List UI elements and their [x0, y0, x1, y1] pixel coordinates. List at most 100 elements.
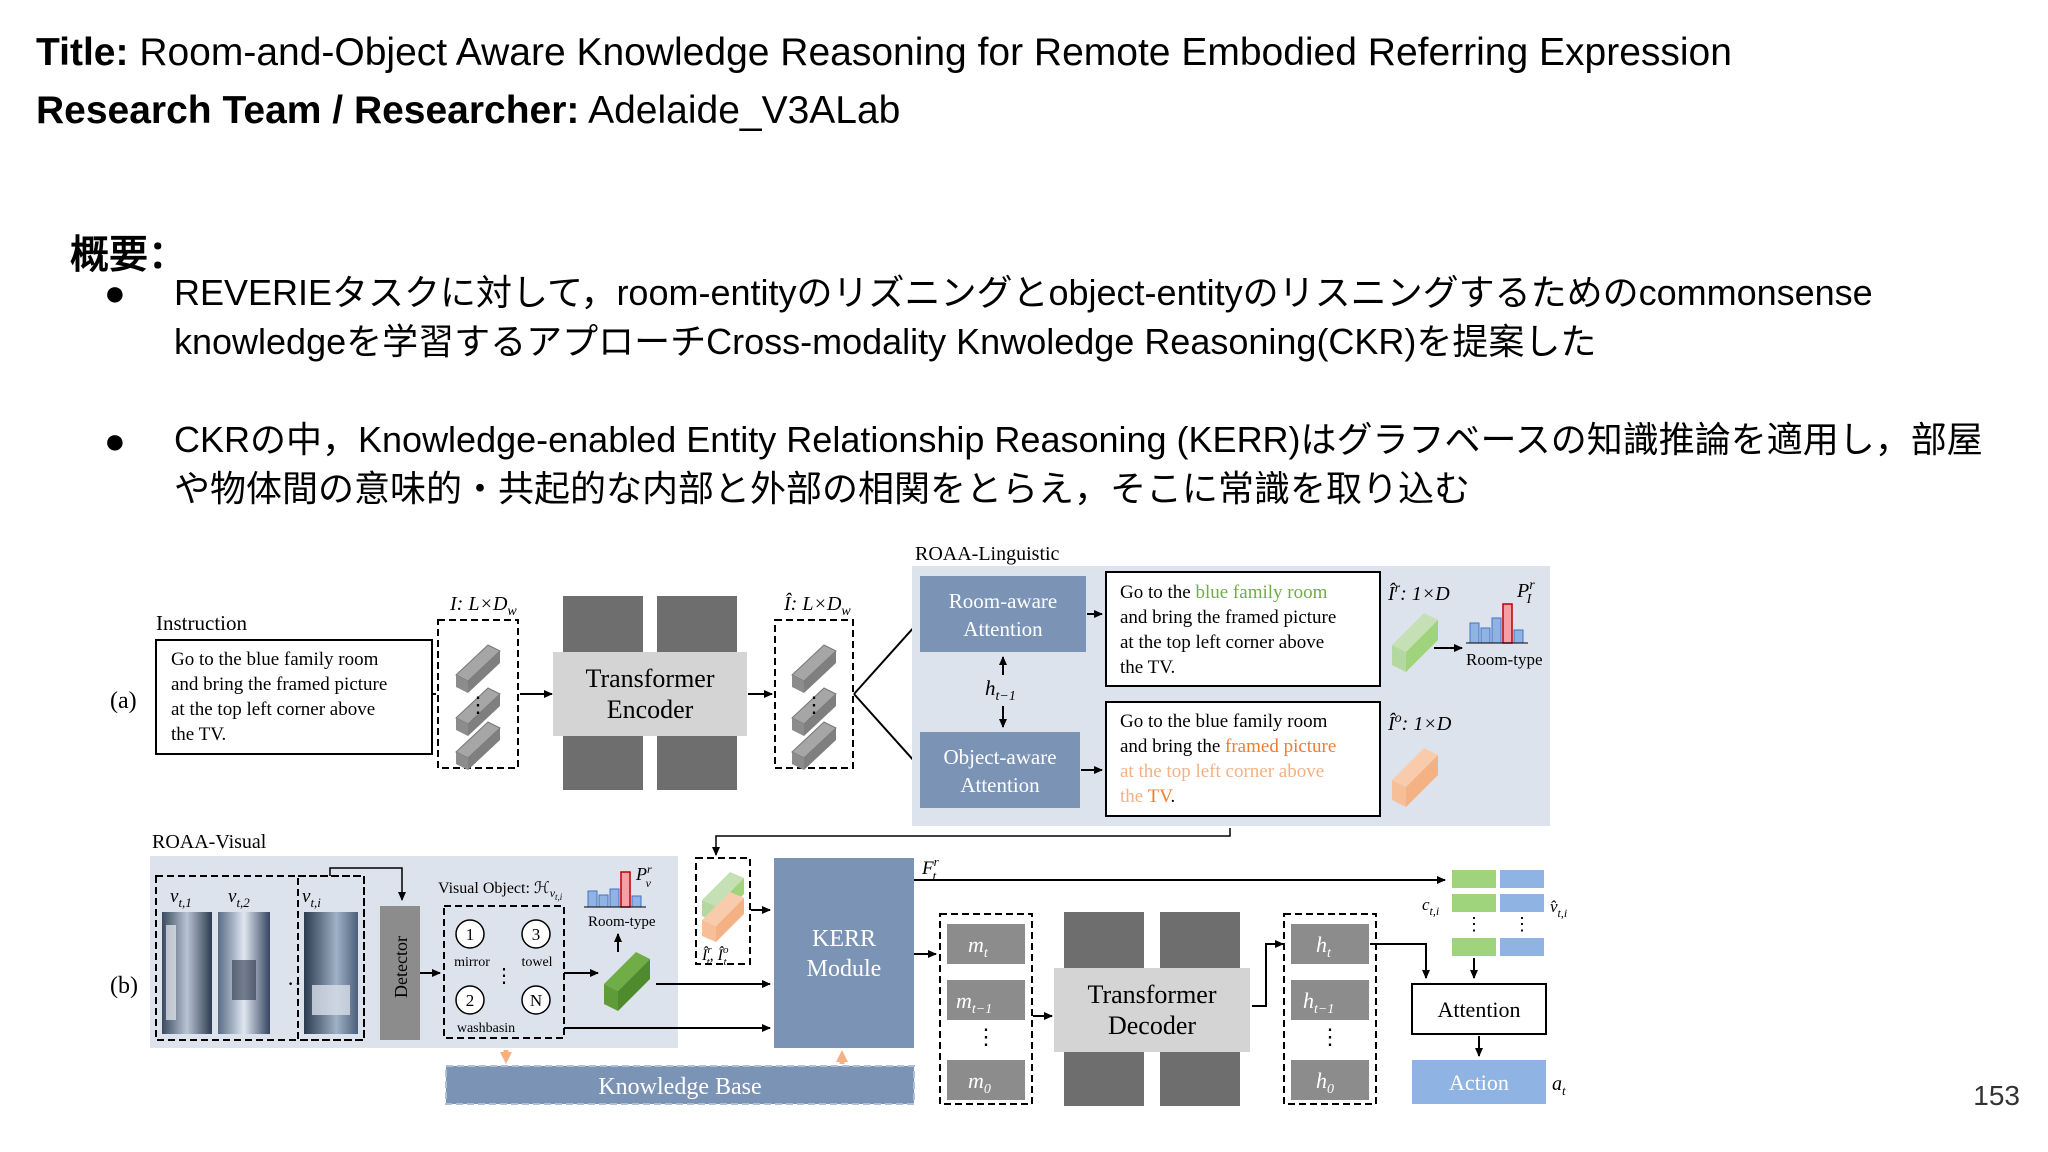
svg-text:Knowledge Base: Knowledge Base: [598, 1074, 761, 1100]
svg-text:Encoder: Encoder: [607, 695, 694, 724]
svg-text:1: 1: [466, 925, 475, 944]
room-feature-vector: [1392, 613, 1438, 672]
object-feature-vector: [1392, 748, 1438, 807]
room-type-histogram: [1466, 603, 1528, 644]
feature-pair-vectors: [702, 872, 744, 942]
overview-bullet-1: REVERIEタスクに対して，room-entityのリズニングとobject-…: [174, 272, 1873, 362]
svg-text:the TV.: the TV.: [1120, 786, 1175, 807]
encoded-dim: Î: L×Dw: [783, 592, 851, 619]
svg-text:⋮: ⋮: [494, 965, 514, 987]
input-dim: I: L×Dw: [449, 593, 517, 619]
instruction-line-4: the TV.: [171, 724, 226, 745]
svg-text:⋮: ⋮: [467, 692, 489, 717]
svg-text:⋮: ⋮: [1465, 914, 1483, 934]
svg-text:ht−1: ht−1: [1303, 988, 1334, 1017]
svg-text:mt−1: mt−1: [956, 988, 992, 1017]
room-aware-attention: Room-aware Attention: [920, 576, 1086, 652]
overview-bullet-2: CKRの中，Knowledge-enabled Entity Relations…: [174, 419, 1983, 509]
object-aware-attention: Object-aware Attention: [920, 732, 1080, 808]
svg-text:Attention: Attention: [963, 617, 1043, 641]
svg-text:Transformer: Transformer: [1087, 980, 1216, 1009]
action-output-label: at: [1552, 1073, 1566, 1098]
svg-text:2: 2: [466, 991, 475, 1010]
svg-text:Transformer: Transformer: [585, 664, 714, 693]
svg-text:⋮: ⋮: [975, 1024, 997, 1049]
svg-text:Go to the blue family room: Go to the blue family room: [1120, 711, 1328, 732]
label-b: (b): [110, 973, 138, 999]
hidden-prev-label: ht−1: [985, 676, 1016, 704]
bullet-marker: ●: [104, 420, 126, 461]
instruction-line-3: at the top left corner above: [171, 699, 375, 720]
visual-room-type-label: Room-type: [588, 914, 656, 930]
svg-text:the TV.: the TV.: [1120, 657, 1175, 678]
action-block: Action: [1412, 1060, 1546, 1104]
view-labels: vt,1 vt,2: [170, 886, 250, 910]
svg-text:and bring the framed picture: and bring the framed picture: [1120, 607, 1336, 628]
instruction-box: [155, 639, 433, 755]
visual-objects: 1 mirror 3 towel ⋮ 2 washbasin N: [454, 919, 553, 1036]
feature-pair-box: [695, 857, 751, 965]
svg-text:h0: h0: [1316, 1068, 1334, 1097]
svg-text:⋮: ⋮: [1513, 914, 1531, 934]
v-hat-label: v̂t,i: [1550, 897, 1567, 920]
svg-text:Decoder: Decoder: [1108, 1011, 1196, 1040]
object-instruction-text: Go to the blue family room and bring the…: [1120, 711, 1336, 807]
candidate-feature-grid: ⋮ ⋮: [1452, 870, 1544, 956]
room-feature-label: Îr: 1×D: [1387, 581, 1450, 605]
svg-text:washbasin: washbasin: [457, 1021, 515, 1036]
object-feature-label: Îo: 1×D: [1387, 711, 1452, 735]
page-number: 153: [1973, 1080, 2020, 1111]
svg-text:Object-aware: Object-aware: [943, 745, 1056, 769]
svg-text:Go to the blue family room: Go to the blue family room: [1120, 582, 1328, 603]
encoded-embedding-box: [774, 619, 854, 769]
input-embedding-vectors: ⋮: [455, 644, 501, 770]
svg-text:Module: Module: [807, 956, 882, 982]
svg-text:mt: mt: [968, 932, 989, 961]
svg-text:vt,2: vt,2: [228, 886, 250, 910]
bullet-marker: ●: [104, 272, 126, 313]
c-label: ct,i: [1422, 895, 1439, 918]
instruction-line-1: Go to the blue family room: [171, 649, 379, 670]
team-name: Adelaide_V3ALab: [588, 89, 901, 132]
svg-text:and bring the framed picture: and bring the framed picture: [1120, 736, 1336, 757]
team-label: Research Team / Researcher:: [36, 89, 580, 132]
svg-text:towel: towel: [521, 955, 552, 970]
encoded-embedding-vectors: ⋮: [791, 644, 837, 770]
attention-block: Attention: [1411, 983, 1547, 1035]
current-view-box: [297, 875, 365, 1041]
title-label: Title:: [36, 31, 129, 74]
panorama-views: …: [162, 912, 309, 1034]
memory-slots: mt mt−1 ⋮ m0: [947, 924, 1025, 1100]
svg-text:3: 3: [532, 925, 541, 944]
room-instruction-text: Go to the blue family room and bring the…: [1120, 582, 1336, 678]
svg-text:Attention: Attention: [1437, 997, 1520, 1022]
current-view-label: vt,i: [302, 886, 321, 910]
roaa-visual-label: ROAA-Visual: [152, 831, 267, 853]
svg-text:at the top left corner above: at the top left corner above: [1120, 632, 1324, 653]
svg-text:Room-aware: Room-aware: [949, 589, 1057, 613]
room-instruction-box: [1105, 571, 1381, 687]
svg-text:KERR: KERR: [812, 926, 876, 952]
hidden-states: ht ht−1 ⋮ h0: [1291, 924, 1369, 1100]
svg-text:ht: ht: [1316, 932, 1332, 961]
paper-title: Room-and-Object Aware Knowledge Reasonin…: [139, 31, 1732, 74]
title-line: Title: Room-and-Object Aware Knowledge R…: [36, 30, 1732, 76]
visual-feature-vector: [604, 952, 650, 1011]
visual-objects-box: [443, 905, 565, 1039]
svg-text:at the top left corner above: at the top left corner above: [1120, 761, 1324, 782]
svg-text:Attention: Attention: [960, 773, 1040, 797]
instruction-text: Go to the blue family room and bring the…: [171, 649, 387, 745]
instruction-label: Instruction: [156, 611, 247, 635]
svg-text:mirror: mirror: [454, 955, 490, 970]
transformer-decoder: Transformer Decoder: [1054, 912, 1250, 1106]
svg-text:Action: Action: [1449, 1070, 1509, 1095]
hidden-states-box: [1283, 913, 1377, 1105]
instruction-line-2: and bring the framed picture: [171, 674, 387, 695]
object-instruction-box: [1105, 701, 1381, 817]
svg-text:Detector: Detector: [391, 936, 411, 998]
transformer-encoder: Transformer Encoder: [553, 596, 747, 790]
